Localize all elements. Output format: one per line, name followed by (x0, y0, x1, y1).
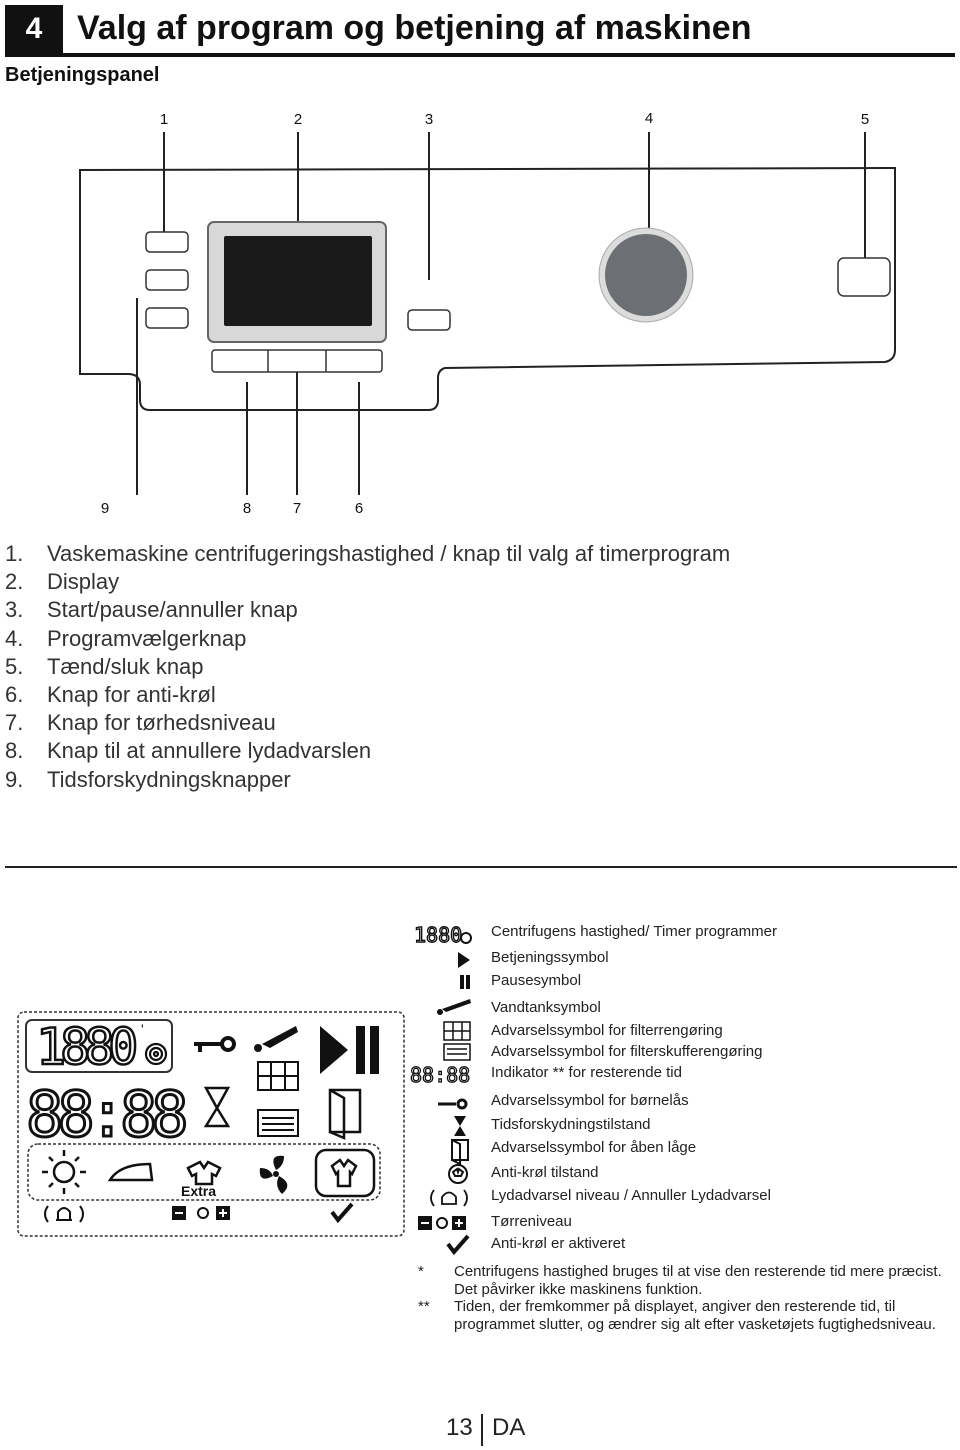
symbol-label: Vandtanksymbol (491, 999, 601, 1016)
filter-cleaning-icon (443, 1021, 471, 1041)
footnote-mark: * (418, 1263, 424, 1280)
page-title: Valg af program og betjening af maskinen (77, 9, 752, 47)
anti-crease-icon (448, 1164, 468, 1184)
play-icon (458, 952, 470, 968)
callout-2: 2 (294, 111, 302, 128)
legend-item: 8.Knap til at annullere lydadvarslen (5, 738, 372, 764)
button-row (211, 349, 383, 373)
timer-button-3 (145, 307, 189, 329)
lcd-digits-top: 1880 (36, 1018, 135, 1076)
open-door-icon (451, 1139, 469, 1166)
lcd-display-diagram: 1880 ' 88:88 Extra (17, 1011, 405, 1237)
checkmark-icon (330, 1202, 354, 1224)
callout-7: 7 (293, 500, 301, 517)
checkmark-icon (446, 1234, 470, 1256)
open-door-icon (328, 1088, 362, 1140)
iron-icon (107, 1162, 154, 1182)
power-button (837, 257, 891, 297)
extra-label: Extra (181, 1183, 216, 1199)
key-icon (438, 1098, 468, 1110)
section-divider (5, 866, 957, 868)
play-icon (320, 1026, 348, 1074)
symbol-label: Indikator ** for resterende tid (491, 1064, 682, 1081)
hourglass-icon (203, 1086, 231, 1128)
legend-item: 5.Tænd/sluk knap (5, 653, 204, 679)
filter-cleaning-icon (257, 1061, 299, 1091)
symbol-label: Advarselssymbol for børnelås (491, 1092, 689, 1109)
water-tank-icon (437, 999, 471, 1015)
filter-drawer-icon (257, 1109, 299, 1137)
dryness-level-icon (418, 1216, 466, 1230)
callout-8: 8 (243, 500, 251, 517)
callout-6: 6 (355, 500, 363, 517)
sun-icon (42, 1150, 86, 1194)
callout-5: 5 (861, 111, 869, 128)
symbol-icons-column: 1880 88:88 (409, 922, 472, 1256)
lcd-digit-box-top (25, 1019, 173, 1073)
legend-item: 4.Programvælgerknap (5, 625, 247, 651)
symbol-label: Anti-krøl tilstand (491, 1164, 599, 1181)
section-subtitle: Betjeningspanel (5, 64, 160, 86)
callout-3: 3 (425, 111, 433, 128)
symbol-label: Anti-krøl er aktiveret (491, 1235, 626, 1252)
pause-icon (356, 1026, 365, 1074)
water-tank-icon (254, 1026, 298, 1052)
page-number: 13 (446, 1414, 473, 1441)
display-screen (224, 236, 372, 326)
panel-outline (79, 166, 896, 411)
timer-button-2 (145, 269, 189, 291)
spin-speed-display-icon: 1880 (414, 923, 462, 947)
legend-item: 1.Vaskemaskine centrifugeringshastighed … (5, 541, 731, 566)
symbol-label: Pausesymbol (491, 972, 582, 989)
dryness-level-icon (172, 1206, 230, 1220)
svg-text:': ' (141, 1021, 144, 1037)
legend-item: 7.Knap for tørhedsniveau (5, 710, 276, 736)
page-footer-divider (481, 1414, 483, 1446)
lcd-digits-bottom: 88:88 (26, 1078, 185, 1151)
legend-item: 3.Start/pause/annuller knap (5, 597, 298, 623)
anti-crease-icon (314, 1148, 376, 1198)
fan-icon (259, 1155, 288, 1194)
pause-icon (460, 975, 464, 989)
bell-icon (44, 1205, 84, 1223)
symbol-label: Betjeningssymbol (491, 949, 609, 966)
remaining-time-icon: 88:88 (410, 1063, 470, 1087)
callout-4: 4 (645, 110, 653, 127)
symbol-label: Advarselssymbol for filterrengøring (491, 1022, 723, 1039)
hourglass-icon (454, 1116, 466, 1136)
legend-item: 9.Tidsforskydningsknapper (5, 766, 291, 792)
symbol-label: Advarselssymbol for åben låge (491, 1139, 697, 1156)
panel-legend: 1.Vaskemaskine centrifugeringshastighed … (5, 540, 730, 794)
control-panel-diagram: 1 2 3 4 5 9 8 7 6 (79, 110, 896, 517)
symbol-label: Advarselssymbol for filterskufferengørin… (491, 1043, 763, 1060)
timer-button-1 (145, 231, 189, 253)
filter-drawer-icon (443, 1043, 471, 1061)
chapter-header: 4 Valg af program og betjening af maskin… (5, 5, 955, 57)
symbol-label: Centrifugens hastighed/ Timer programmer (491, 923, 777, 940)
spin-spiral-icon (144, 1042, 168, 1066)
page-language: DA (492, 1414, 526, 1441)
mode-band (27, 1143, 381, 1201)
footnote-text: Centrifugens hastighed bruges til at vis… (454, 1263, 942, 1298)
symbol-label: Tørreniveau (491, 1213, 572, 1230)
chapter-number: 4 (5, 5, 63, 53)
legend-item: 2.Display (5, 569, 120, 595)
start-pause-button (407, 309, 451, 331)
header-rule (5, 53, 955, 57)
legend-item: 6.Knap for anti-krøl (5, 682, 216, 708)
key-icon (194, 1036, 236, 1052)
callout-9: 9 (101, 500, 109, 517)
callout-1: 1 (160, 111, 168, 128)
symbol-label: Lydadvarsel niveau / Annuller Lydadvarse… (491, 1187, 771, 1204)
bell-icon (430, 1189, 468, 1207)
footnote-text: Tiden, der fremkommer på displayet, angi… (454, 1298, 936, 1333)
shirt-icon (186, 1160, 222, 1186)
footnote-mark: ** (418, 1298, 430, 1315)
symbol-label: Tidsforskydningstilstand (491, 1116, 651, 1133)
